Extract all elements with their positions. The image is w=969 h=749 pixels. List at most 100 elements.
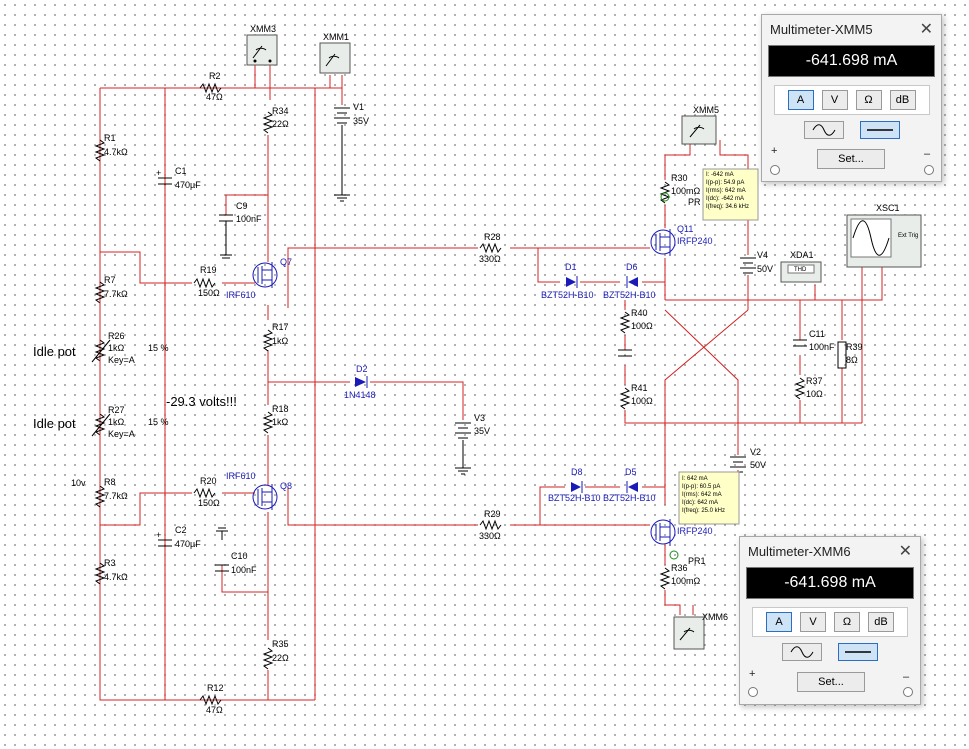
r28-value: 330Ω [479,254,501,264]
r26-key: Key=A [108,355,135,365]
ten-volt-note: 10v [71,478,86,488]
c10-value: 100nF [231,565,257,575]
d6-label: D6 [626,262,638,272]
q12-type: IRFP240 [677,526,713,536]
voltmeter-mode-button[interactable]: V [821,90,848,110]
pr1-label: PR1 [688,556,706,566]
r29-value: 330Ω [479,531,501,541]
r26-percent: 15 % [148,343,169,353]
ac-mode-button[interactable] [803,121,844,139]
idle-pot-note-1: Idle pot [33,344,76,359]
signal-type-group [740,643,920,661]
v3-value: 35V [474,426,490,436]
r28-label: R28 [484,232,501,242]
component-labels: XMM3 XMM1 XMM5 XMM6 XSC1 XDA1 THD Ext Tr… [33,24,918,715]
ammeter-mode-button[interactable]: A [787,90,814,110]
c2-label: C2 [175,525,187,535]
probe-tooltip-top: I: -642 mA I(p-p): 54.9 pA I(rms): 642 m… [702,168,759,221]
r8-value: 7.7kΩ [104,491,128,501]
r34-label: R34 [272,106,289,116]
r37-value: 10Ω [806,389,823,399]
v4-value: 50V [757,264,773,274]
r1-label: R1 [104,133,116,143]
reading-display: -641.698 mA [746,567,914,599]
negative-terminal-label: – [903,671,910,683]
r27-value: 1kΩ [108,417,125,427]
probe-top-line: I(freq): 34.6 kHz [706,204,749,210]
probe-bottom-line: I(dc): 642 mA [682,500,718,506]
negative-terminal[interactable] [903,687,913,697]
q7-label: Q7 [280,257,292,267]
r1-value: 4.7kΩ [104,147,128,157]
positive-terminal-label: + [749,668,756,680]
mode-button-group: A V Ω dB [752,607,908,637]
close-icon[interactable]: ✕ [898,543,912,560]
r27-label: R27 [108,405,125,415]
decibel-mode-button[interactable]: dB [889,90,916,110]
r12-value: 47Ω [206,705,223,715]
dc-mode-button[interactable] [859,121,900,139]
r26-label: R26 [108,331,125,341]
r35-label: R35 [272,639,289,649]
r39-value: 8Ω [846,355,858,365]
signal-type-group [762,121,941,139]
r2-label: R2 [209,71,221,81]
r3-label: R3 [104,558,116,568]
dc-line-icon [866,129,893,131]
xmm3-label: XMM3 [250,24,276,34]
probe-top-line: I(rms): 642 mA [706,188,746,194]
voltmeter-mode-button[interactable]: V [800,612,826,632]
r12-label: R12 [207,683,224,693]
window-title: Multimeter-XMM6 [748,544,851,559]
v3-label: V3 [474,413,485,423]
r19-label: R19 [200,265,217,275]
ohmmeter-mode-button[interactable]: Ω [855,90,882,110]
negative-terminal[interactable] [924,165,934,175]
d8-type: BZT52H-B10 [548,493,601,503]
r30-label: R30 [671,173,688,183]
r37-label: R37 [806,376,823,386]
probe-bottom-line: I(freq): 25.0 kHz [682,508,725,514]
r7-value: 7.7kΩ [104,289,128,299]
r39-label: R39 [846,342,863,352]
r30-value: 100mΩ [671,186,701,196]
dc-mode-button[interactable] [838,643,878,661]
idle-pot-note-2: Idle pot [33,416,76,431]
set-button[interactable]: Set... [817,149,885,169]
negative-terminal-label: – [924,148,931,160]
v2-value: 50V [750,460,766,470]
d1-label: D1 [565,262,577,272]
set-button[interactable]: Set... [797,672,865,692]
capacitors: + + [156,168,807,572]
r17-label: R17 [272,322,289,332]
multimeter-xmm6-window[interactable]: Multimeter-XMM6 ✕ -641.698 mA A V Ω dB +… [739,536,921,705]
xsc1-label: XSC1 [876,203,900,213]
instruments [246,34,922,650]
window-title-bar[interactable]: Multimeter-XMM5 ✕ [762,15,941,45]
r29-label: R29 [484,509,501,519]
r8-label: R8 [104,477,116,487]
pr-label: PR [688,197,701,207]
sine-wave-icon [790,646,814,658]
xmm5-label: XMM5 [693,105,719,115]
d6-type: BZT52H-B10 [603,290,656,300]
ac-mode-button[interactable] [782,643,822,661]
q11-type: IRFP240 [677,236,713,246]
ext-trig-label: Ext Trig [898,233,918,239]
positive-terminal-label: + [771,145,778,157]
positive-terminal[interactable] [770,165,780,175]
r27-percent: 15 % [148,417,169,427]
v1-label: V1 [353,102,364,112]
close-icon[interactable]: ✕ [919,21,933,38]
ohmmeter-mode-button[interactable]: Ω [834,612,860,632]
window-title-bar[interactable]: Multimeter-XMM6 ✕ [740,537,920,567]
d5-label: D5 [625,467,637,477]
multimeter-xmm5-window[interactable]: Multimeter-XMM5 ✕ -641.698 mA A V Ω dB +… [761,14,942,182]
r7-label: R7 [104,275,116,285]
d5-type: BZT52H-B10 [603,493,656,503]
decibel-mode-button[interactable]: dB [868,612,894,632]
ammeter-mode-button[interactable]: A [766,612,792,632]
positive-terminal[interactable] [748,687,758,697]
xmm6-label: XMM6 [702,612,728,622]
